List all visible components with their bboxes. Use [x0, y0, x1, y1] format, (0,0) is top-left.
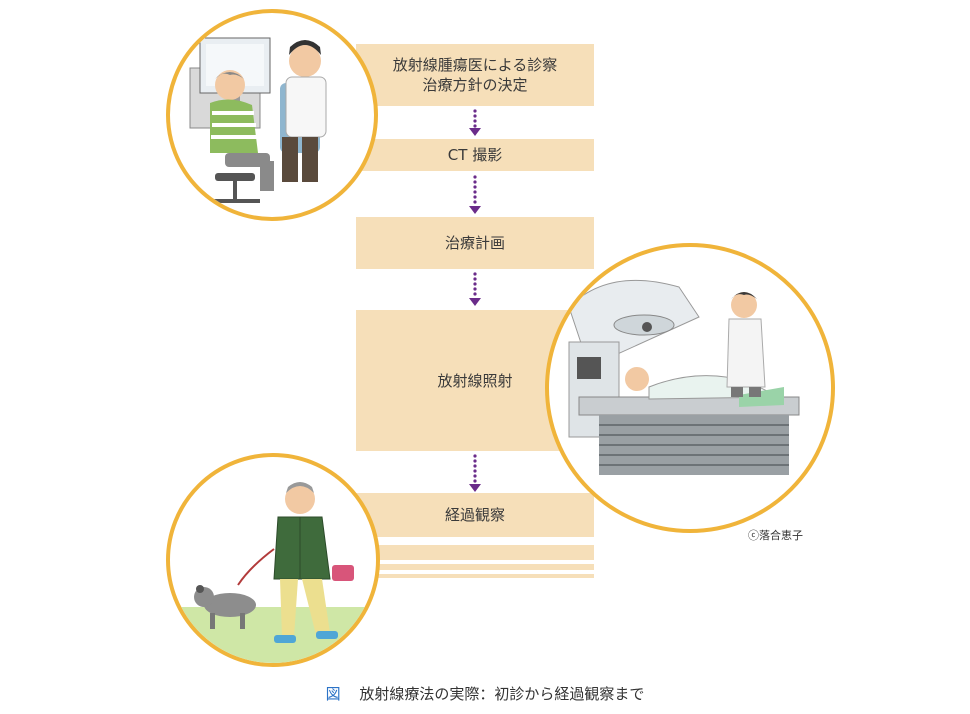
followup-stripe-2 — [356, 564, 594, 570]
figure-caption: 図 放射線療法の実際：初診から経過観察まで — [0, 683, 970, 704]
treatment-scene — [568, 279, 800, 475]
walk-scene — [170, 482, 376, 663]
step-consultation-box: 放射線腫瘍医による診察 治療方針の決定 — [356, 44, 594, 106]
followup-stripe-3 — [356, 574, 594, 578]
figure-caption-text: 放射線療法の実際：初診から経過観察まで — [359, 685, 645, 703]
consultation-scene — [189, 37, 327, 203]
step-planning-label: 治療計画 — [444, 234, 505, 252]
followup-stripe-1 — [356, 545, 594, 560]
arrow-down-icon — [469, 272, 481, 306]
figure-label: 図 — [325, 685, 341, 703]
step-consultation-label: 放射線腫瘍医による診察 治療方針の決定 — [392, 56, 558, 94]
illustrator-credit: ⓒ落合恵子 — [748, 529, 803, 542]
step-ct-box: CT 撮影 — [356, 139, 594, 171]
consultation-illustration — [166, 9, 378, 221]
follow-up-walk-illustration — [166, 453, 380, 667]
step-ct-label: CT 撮影 — [447, 146, 503, 164]
radiation-treatment-illustration — [545, 243, 835, 533]
arrow-down-icon — [469, 109, 481, 136]
step-followup-label: 経過観察 — [444, 506, 505, 524]
step-irradiation-label: 放射線照射 — [437, 371, 513, 390]
step-planning-box: 治療計画 — [356, 217, 594, 269]
step-followup-box: 経過観察 — [356, 493, 594, 537]
arrow-down-icon — [469, 175, 481, 214]
arrow-down-icon — [469, 454, 481, 492]
